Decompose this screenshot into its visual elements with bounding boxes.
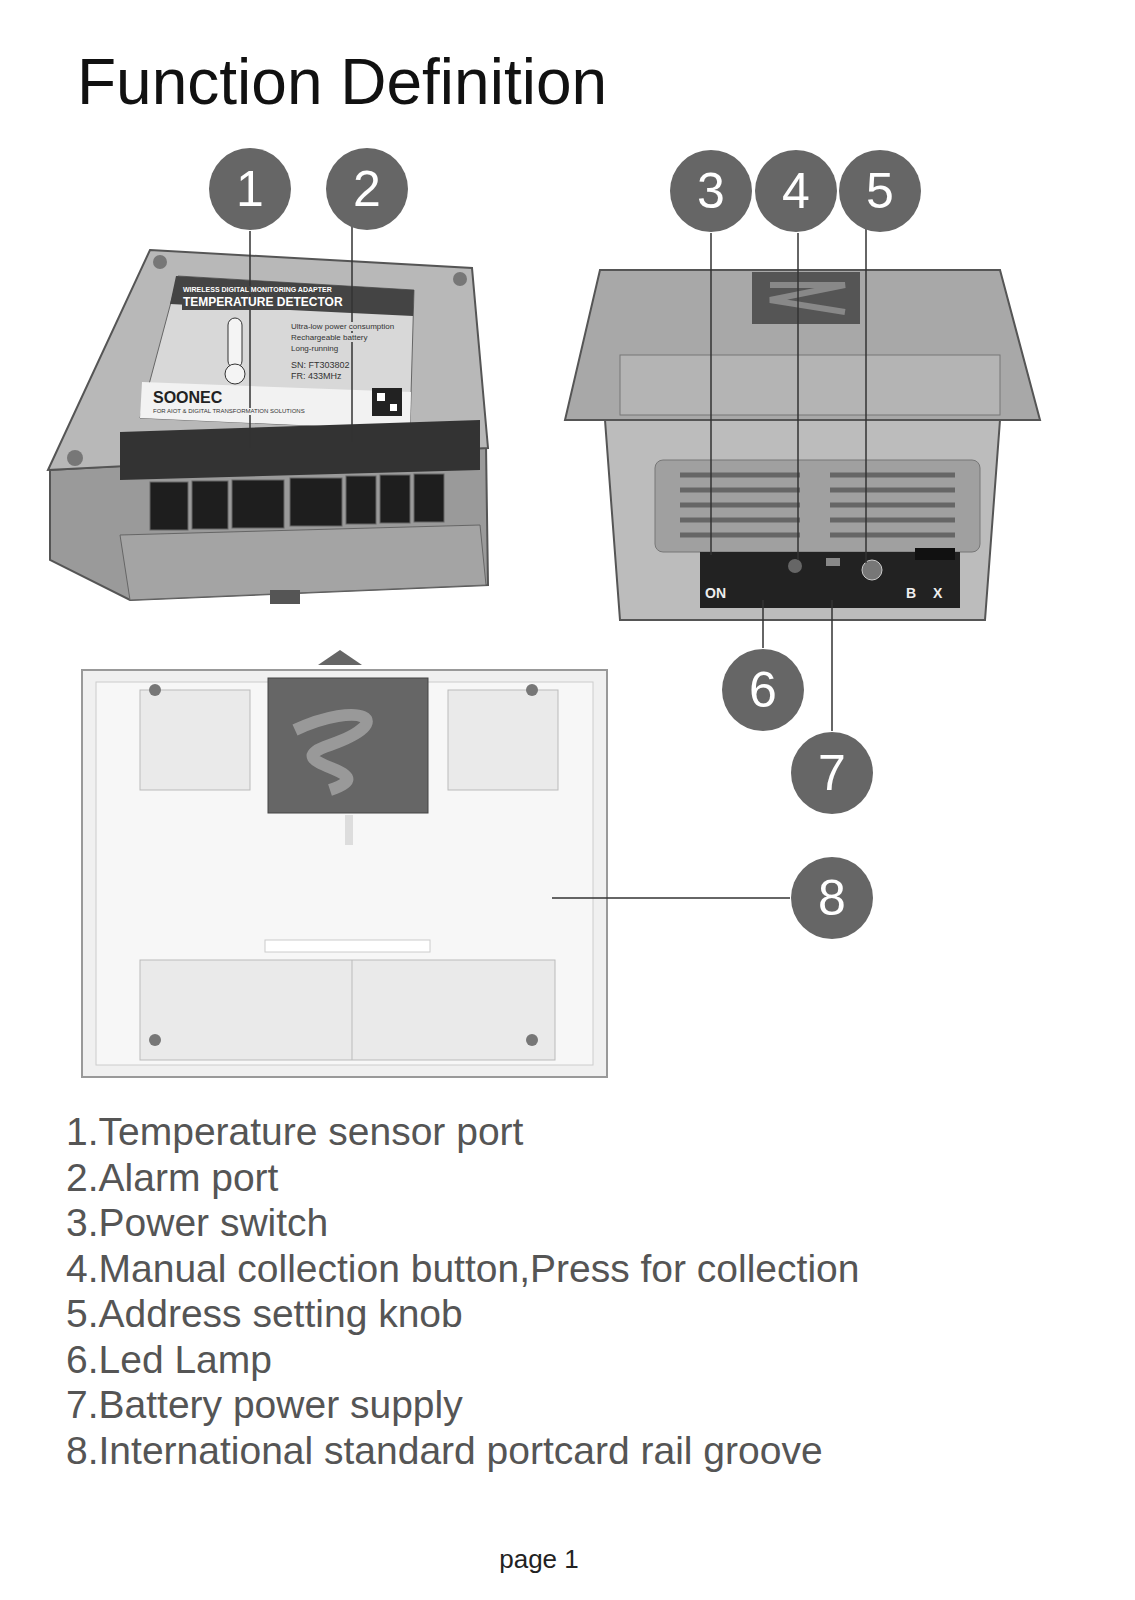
callout-circle: 5 bbox=[839, 150, 921, 232]
feature-list-item: 6.Led Lamp bbox=[66, 1338, 272, 1383]
feature-list-item: 4.Manual collection button,Press for col… bbox=[66, 1247, 859, 1292]
callout-circle: 1 bbox=[209, 148, 291, 230]
feature-list-item: 7.Battery power supply bbox=[66, 1383, 463, 1428]
sticker-text: WIRELESS DIGITAL MONITORING ADAPTER bbox=[182, 286, 333, 294]
page-number: page 1 bbox=[499, 1545, 579, 1575]
callout-number: 8 bbox=[818, 873, 846, 923]
callout-circle: 6 bbox=[722, 649, 804, 731]
feature-list-item: 5.Address setting knob bbox=[66, 1292, 463, 1337]
rail-tray-photo bbox=[82, 650, 607, 1077]
sticker-text: SN: FT303802 bbox=[290, 360, 351, 370]
terminal-label: X bbox=[932, 585, 943, 601]
device-front-photo bbox=[48, 250, 488, 604]
sticker-text: TEMPERATURE DETECTOR bbox=[182, 296, 344, 310]
callout-circle: 4 bbox=[755, 150, 837, 232]
sticker-text: FR: 433MHz bbox=[290, 371, 343, 381]
callout-circle: 7 bbox=[791, 732, 873, 814]
feature-list-item: 1.Temperature sensor port bbox=[66, 1110, 523, 1155]
sticker-text: Rechargeable battery bbox=[290, 333, 369, 342]
callout-circle: 8 bbox=[791, 857, 873, 939]
sticker-text: Ultra-low power consumption bbox=[290, 322, 395, 331]
callout-circle: 2 bbox=[326, 148, 408, 230]
callout-number: 5 bbox=[866, 166, 894, 216]
brand-name: SOONEC bbox=[152, 389, 223, 407]
page-title: Function Definition bbox=[77, 46, 607, 120]
feature-list-item: 8.International standard portcard rail g… bbox=[66, 1429, 823, 1474]
callout-number: 6 bbox=[749, 665, 777, 715]
brand-slogan: FOR AIOT & DIGITAL TRANSFORMATION SOLUTI… bbox=[152, 408, 306, 415]
feature-list-item: 3.Power switch bbox=[66, 1201, 328, 1246]
sticker-text: Long-running bbox=[290, 344, 339, 353]
callout-circle: 3 bbox=[670, 150, 752, 232]
device-back-photo bbox=[565, 270, 1040, 620]
terminal-label: B bbox=[905, 585, 917, 601]
callout-number: 4 bbox=[782, 166, 810, 216]
callout-number: 2 bbox=[353, 164, 381, 214]
callout-number: 7 bbox=[818, 748, 846, 798]
terminal-label: ON bbox=[704, 585, 727, 601]
callout-number: 3 bbox=[697, 166, 725, 216]
feature-list-item: 2.Alarm port bbox=[66, 1156, 278, 1201]
callout-number: 1 bbox=[236, 164, 264, 214]
